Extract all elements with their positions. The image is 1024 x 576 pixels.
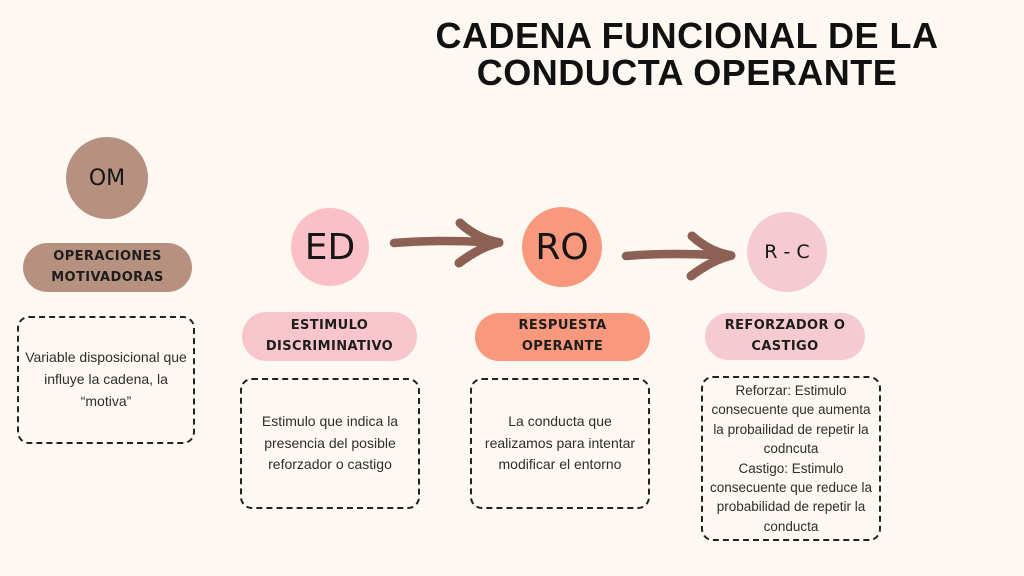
rc-description: Reforzar: Estimulo consecuente que aumen… bbox=[709, 382, 873, 534]
ro-description: La conducta que realizamos para intentar… bbox=[484, 412, 636, 473]
ro-abbr: RO bbox=[535, 226, 589, 268]
om-circle: OM bbox=[66, 137, 148, 219]
rc-description-box: Reforzar: Estimulo consecuente que aumen… bbox=[701, 376, 881, 541]
arrow-right-icon bbox=[389, 218, 504, 268]
rc-label: REFORZADOR O CASTIGO bbox=[724, 317, 846, 354]
ed-label-pill: ESTIMULO DISCRIMINATIVO bbox=[242, 312, 417, 361]
ro-label-pill: RESPUESTA OPERANTE bbox=[475, 313, 650, 361]
ed-abbr: ED bbox=[304, 226, 356, 268]
om-description-box: Variable disposicional que influye la ca… bbox=[17, 316, 195, 444]
rc-abbr: R - C bbox=[764, 241, 810, 263]
ed-description-box: Estimulo que indica la presencia del pos… bbox=[240, 378, 420, 509]
page-title: CADENA FUNCIONAL DE LA CONDUCTA OPERANTE bbox=[435, 15, 939, 93]
ed-label: ESTIMULO DISCRIMINATIVO bbox=[265, 317, 394, 354]
om-description: Variable disposicional que influye la ca… bbox=[25, 349, 187, 409]
rc-label-pill: REFORZADOR O CASTIGO bbox=[705, 313, 865, 360]
ro-label: RESPUESTA OPERANTE bbox=[518, 318, 607, 354]
ro-description-box: La conducta que realizamos para intentar… bbox=[470, 378, 650, 509]
ro-circle: RO bbox=[522, 207, 602, 287]
om-abbr: OM bbox=[88, 165, 126, 191]
om-label-pill: OPERACIONES MOTIVADORAS bbox=[23, 243, 192, 292]
ed-circle: ED bbox=[291, 208, 369, 286]
rc-circle: R - C bbox=[747, 212, 827, 292]
om-label: OPERACIONES MOTIVADORAS bbox=[51, 248, 164, 285]
arrow-right-icon bbox=[621, 231, 736, 281]
ed-description: Estimulo que indica la presencia del pos… bbox=[261, 412, 399, 473]
